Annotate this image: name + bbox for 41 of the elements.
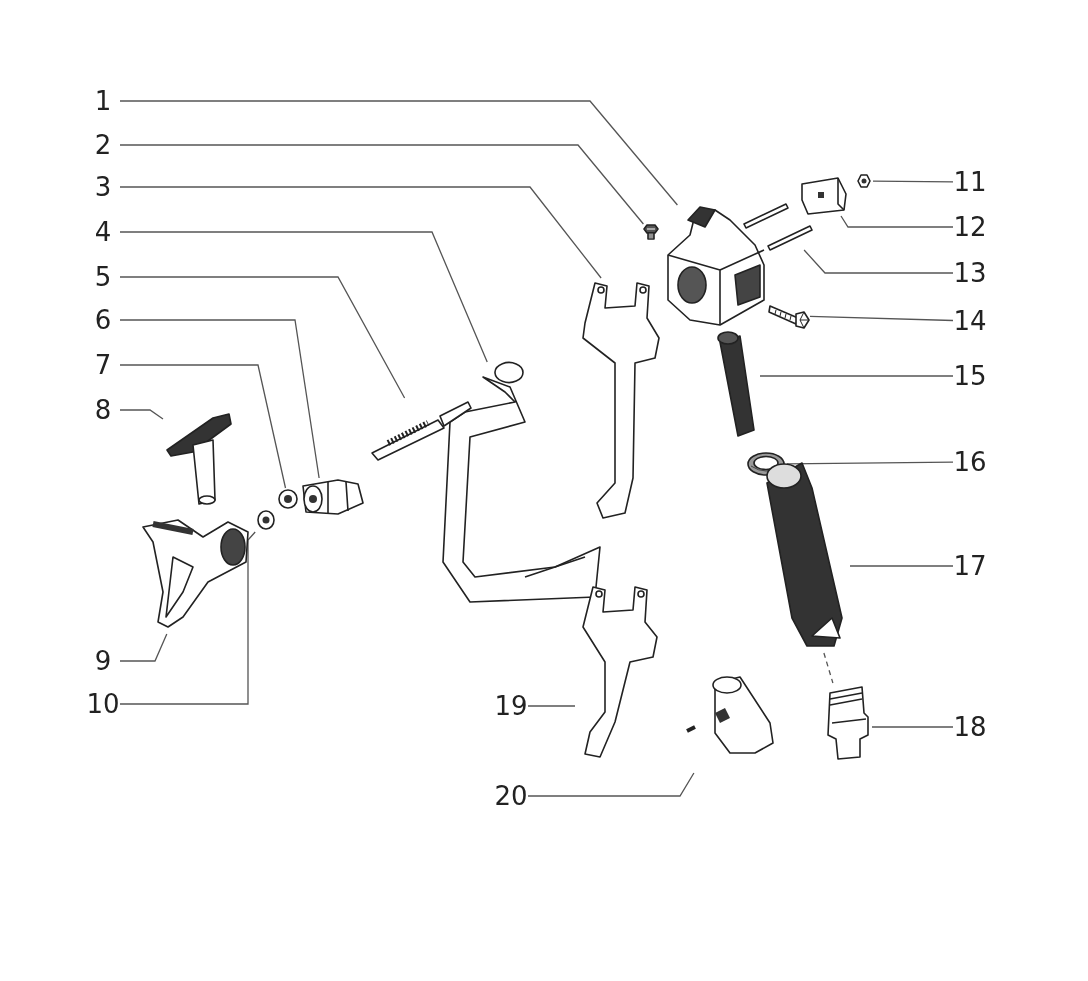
leader-line xyxy=(840,215,954,228)
callout-number: 5 xyxy=(86,262,120,292)
leader-line xyxy=(119,409,164,420)
callout-number: 4 xyxy=(86,217,120,247)
callout-number: 6 xyxy=(86,305,120,335)
callout-number: 1 xyxy=(86,86,120,116)
leader-line xyxy=(119,231,488,363)
callout-number: 15 xyxy=(953,361,987,391)
leader-line xyxy=(786,461,954,465)
leader-line xyxy=(871,726,954,728)
leader-line xyxy=(119,276,406,399)
callout-number: 10 xyxy=(86,689,120,719)
leader-line xyxy=(119,100,679,206)
callout-number: 19 xyxy=(494,691,528,721)
callout-number: 11 xyxy=(953,167,987,197)
leader-line xyxy=(119,186,602,279)
callout-number: 16 xyxy=(953,447,987,477)
callout-number: 17 xyxy=(953,551,987,581)
callout-number: 18 xyxy=(953,712,987,742)
leader-line xyxy=(803,249,954,274)
leader-line xyxy=(119,633,168,662)
leader-line xyxy=(809,315,954,322)
assembly-line xyxy=(823,652,834,684)
leader-line xyxy=(119,319,320,479)
leader-line xyxy=(119,364,287,489)
callout-number: 8 xyxy=(86,395,120,425)
leader-line xyxy=(759,375,954,377)
callout-number: 3 xyxy=(86,172,120,202)
callout-number: 2 xyxy=(86,130,120,160)
leader-line xyxy=(119,531,256,705)
leader-line xyxy=(119,144,645,225)
leader-line xyxy=(527,772,695,797)
callout-number: 20 xyxy=(494,781,528,811)
callout-number: 14 xyxy=(953,306,987,336)
leader-line xyxy=(527,705,576,707)
leader-line xyxy=(849,565,954,567)
leader-line xyxy=(872,180,954,183)
callout-number: 12 xyxy=(953,212,987,242)
callout-number: 9 xyxy=(86,646,120,676)
callout-number: 7 xyxy=(86,350,120,380)
callout-number: 13 xyxy=(953,258,987,288)
